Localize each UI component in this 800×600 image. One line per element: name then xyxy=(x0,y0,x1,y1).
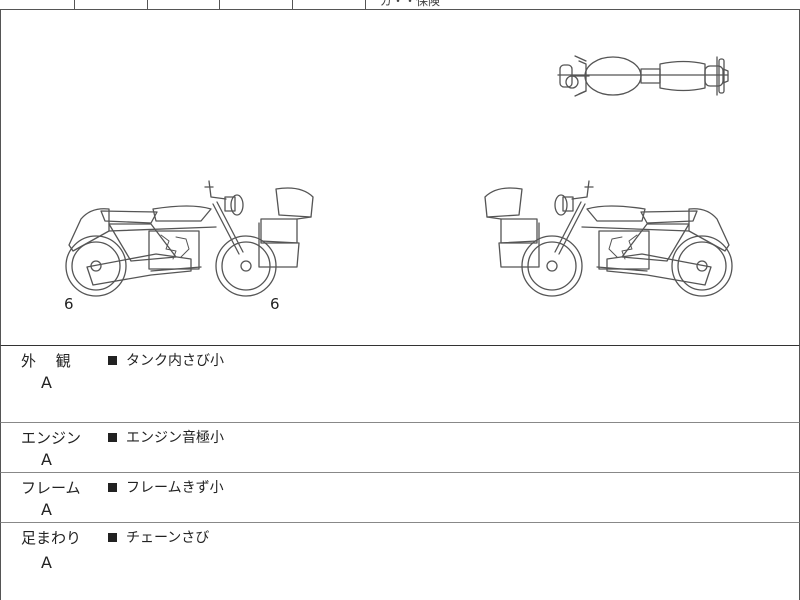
header-cell xyxy=(74,0,148,9)
note-text: タンク内さび小 xyxy=(126,353,224,369)
note-text: エンジン音極小 xyxy=(126,430,224,446)
motorcycle-diagrams xyxy=(65,55,733,297)
section-suspension: 足まわり A チェーンさび xyxy=(0,523,800,600)
bullet-icon xyxy=(108,432,117,442)
section-note: チェーンさび xyxy=(108,527,209,547)
left-side-view-motorcycle xyxy=(65,180,314,297)
header-cell xyxy=(0,0,75,9)
section-label: 足まわり xyxy=(21,529,82,547)
section-engine: エンジン A エンジン音極小 xyxy=(0,423,800,473)
note-text: チェーンさび xyxy=(126,530,210,546)
section-grade: A xyxy=(41,450,52,469)
section-frame: フレーム A フレームきず小 xyxy=(0,473,800,523)
section-grade: A xyxy=(41,553,52,572)
section-label: フレーム xyxy=(21,479,81,497)
section-note: フレームきず小 xyxy=(108,477,224,497)
header-cell xyxy=(147,0,220,9)
bullet-icon xyxy=(108,482,117,492)
right-side-view-motorcycle xyxy=(484,180,733,297)
section-grade: A xyxy=(41,373,52,392)
header-cell xyxy=(219,0,293,9)
top-view-motorcycle xyxy=(557,55,729,97)
section-exterior: 外 観 A タンク内さび小 xyxy=(0,346,800,423)
damage-mark-left: 6 xyxy=(64,295,74,313)
section-label: 外 観 xyxy=(21,352,71,370)
note-text: フレームきず小 xyxy=(126,480,224,496)
damage-mark-front: 6 xyxy=(270,295,280,313)
motorcycle-diagram-area: 6 6 xyxy=(0,9,800,346)
header-cell xyxy=(292,0,366,9)
section-label: エンジン xyxy=(21,429,82,447)
bullet-icon xyxy=(108,355,117,365)
bullet-icon xyxy=(108,532,117,542)
header-fragment: ガ・・保険 xyxy=(380,0,441,8)
top-header-strip: ガ・・保険 xyxy=(0,0,800,10)
section-grade: A xyxy=(41,500,52,519)
section-note: タンク内さび小 xyxy=(108,350,224,370)
section-note: エンジン音極小 xyxy=(108,427,224,447)
